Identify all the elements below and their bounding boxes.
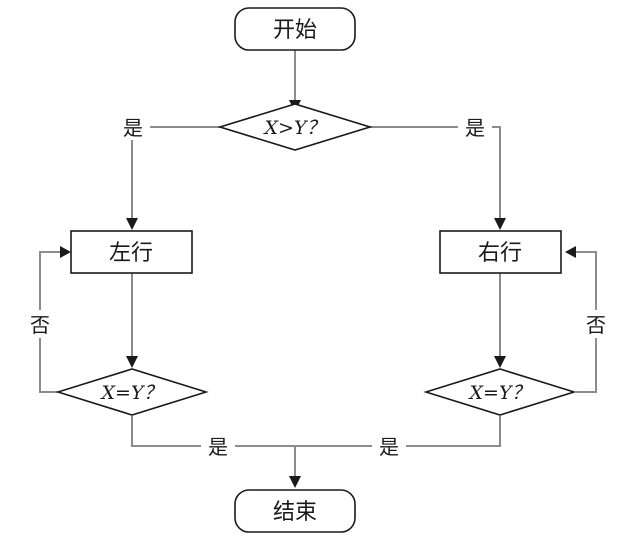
- edge-label-bottom-right-yes: 是: [379, 435, 399, 459]
- right-action-node: [439, 230, 562, 274]
- edge-right-condition-to-end: [295, 416, 501, 447]
- start-node: [234, 7, 356, 51]
- label-bg-left-no: [24, 310, 56, 338]
- edge-left-condition-to-end: [131, 416, 295, 447]
- edge-label-top-right-yes: 是: [465, 116, 485, 140]
- label-bg-top-left: [116, 114, 150, 140]
- edge-condition-to-right-action: [370, 126, 501, 218]
- end-node-label: 结束: [273, 500, 317, 525]
- condition-left-diamond: [55, 368, 209, 416]
- start-node-label: 开始: [273, 18, 317, 43]
- edge-condition-to-left-action: [131, 126, 220, 218]
- arrow-head-condition-right: [494, 356, 506, 368]
- left-action-label: 左行: [109, 241, 153, 266]
- arrow-head-right-loop: [565, 246, 576, 258]
- edge-label-left-no: 否: [30, 313, 50, 337]
- condition-top-label: X>Y？: [263, 117, 326, 139]
- condition-right-diamond: [423, 368, 577, 416]
- label-bg-bottom-right: [372, 433, 406, 459]
- end-node: [234, 489, 356, 533]
- condition-right-label: X=Y？: [468, 382, 531, 404]
- arrow-head-left-loop: [60, 246, 71, 258]
- edge-label-right-no: 否: [586, 313, 606, 337]
- left-action-node: [70, 230, 193, 274]
- condition-top-diamond: [217, 103, 373, 151]
- label-bg-bottom-left: [201, 433, 235, 459]
- edge-label-top-left-yes: 是: [123, 116, 143, 140]
- right-action-label: 右行: [478, 241, 522, 266]
- label-bg-top-right: [458, 114, 492, 140]
- arrow-head-right-action: [494, 218, 506, 230]
- arrow-head-left-action: [126, 218, 138, 230]
- label-bg-right-no: [580, 310, 612, 338]
- arrow-head-end: [289, 476, 301, 488]
- edge-label-bottom-left-yes: 是: [208, 435, 228, 459]
- arrow-head-condition-left: [126, 356, 138, 368]
- condition-left-label: X=Y？: [100, 382, 163, 404]
